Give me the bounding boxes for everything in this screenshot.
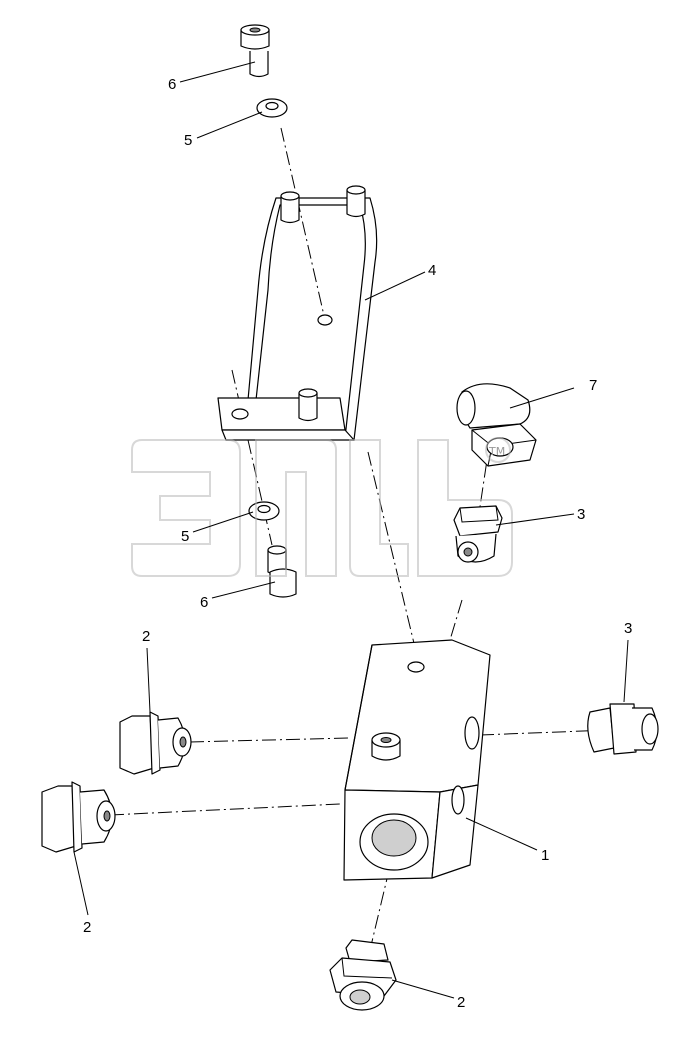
leader-lines [73, 61, 629, 999]
socket-screw-top [240, 24, 270, 78]
watermark-logo: TM [131, 437, 513, 577]
plug-left-lower [41, 781, 116, 853]
callout-7: 7 [589, 377, 597, 394]
callout-2-bottom: 2 [457, 994, 465, 1011]
fitting-nipple-upper [453, 505, 503, 563]
callout-5-top: 5 [184, 132, 192, 149]
valve-block [343, 639, 491, 881]
washer-top [256, 98, 288, 118]
callout-6-lower: 6 [200, 594, 208, 611]
callout-2-left-lower: 2 [83, 919, 91, 936]
callout-5-lower: 5 [181, 528, 189, 545]
socket-screw-lower [267, 545, 297, 598]
plug-left-upper [119, 711, 192, 775]
mounting-bracket [217, 185, 378, 441]
washer-lower [248, 501, 280, 521]
callout-1: 1 [541, 847, 549, 864]
plug-bottom [329, 939, 397, 1011]
callout-4: 4 [428, 262, 436, 279]
callout-3-upper: 3 [577, 506, 585, 523]
callout-6-top: 6 [168, 76, 176, 93]
callout-labels: 6 5 4 7 3 5 6 2 3 1 2 2 [83, 76, 632, 1011]
fitting-nipple-right [587, 703, 659, 755]
callout-3-right: 3 [624, 620, 632, 637]
watermark-trademark: TM [488, 445, 505, 458]
callout-2-left-upper: 2 [142, 628, 150, 645]
